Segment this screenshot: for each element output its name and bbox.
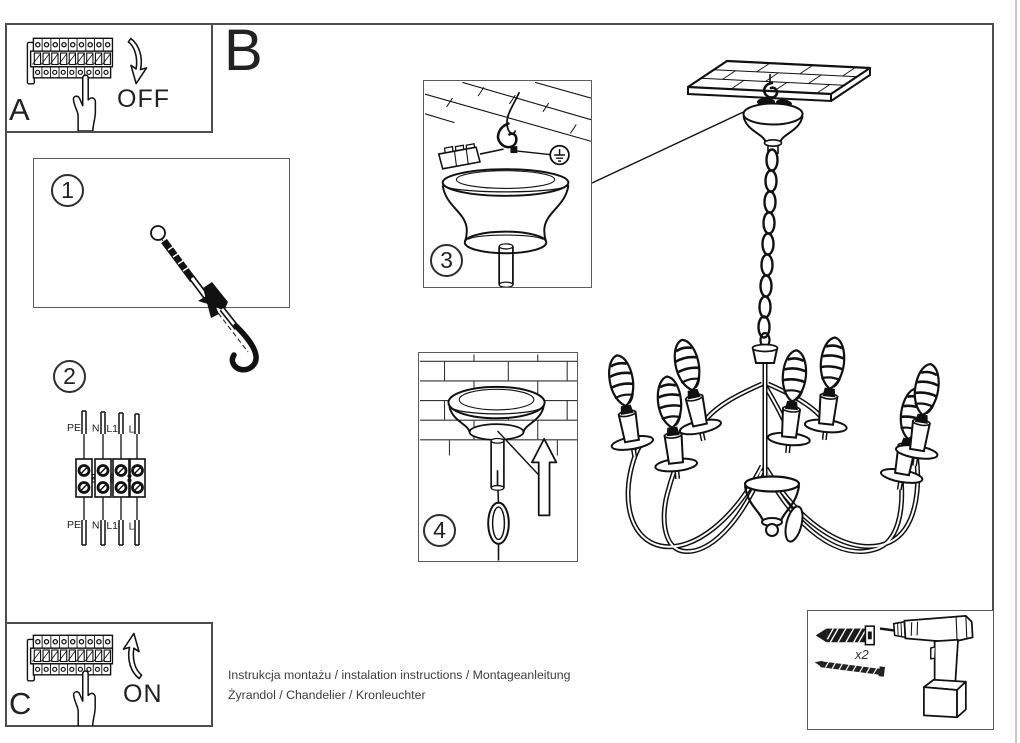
wire-label-l1-bottom: L1 [106,520,118,532]
wire-label-n-bottom: N [92,520,100,532]
pressing-hand-icon [72,74,97,131]
step3-number: 3 [430,244,463,277]
drill-and-fixings-illustration [814,614,974,718]
anchor-quantity-label: x2 [855,647,869,662]
section-b-label: B [224,18,263,83]
pressing-hand-icon-c [72,670,96,726]
ceiling-canopy-wiring-illustration [424,81,591,287]
arrow-down-icon [127,37,148,85]
page-border-left [5,23,7,727]
wire-label-pe-bottom: PE [67,519,81,531]
step1-number-text: 1 [61,177,74,203]
wire-label-l-top: L [129,424,135,436]
wire-label-n-top: N [92,423,100,435]
scan-edge-artifact [1015,0,1017,743]
wire-label-pe-top: PE [67,422,81,434]
page-border-right [992,23,994,730]
off-label: OFF [117,85,170,113]
step2-number: 2 [53,360,86,393]
terminal-block-wiring-diagram: PE N L1 L PE N L1 L [67,410,146,546]
wall-plug-hook-illustration [150,225,259,373]
step2-number-text: 2 [63,363,76,389]
chandelier-main-illustration [591,59,1017,554]
arrow-up-icon [122,632,143,680]
footer-title-line1: Instrukcja montażu / instalation instruc… [228,668,571,682]
chain-links [757,148,779,339]
footer-title-line2: Żyrandol / Chandelier / Kronleuchter [228,688,426,702]
page-border-top [5,23,994,25]
wall-canopy-chain-illustration [419,353,577,561]
step4-number-text: 4 [433,517,446,543]
panel-a-label: A [9,92,30,127]
step4-number: 4 [423,514,456,547]
panel-c-label: C [9,686,32,721]
wire-label-l-bottom: L [129,521,135,533]
wire-label-l1-top: L1 [106,423,118,435]
step1-number: 1 [51,174,84,207]
step3-number-text: 3 [440,247,453,273]
on-label: ON [123,680,163,708]
